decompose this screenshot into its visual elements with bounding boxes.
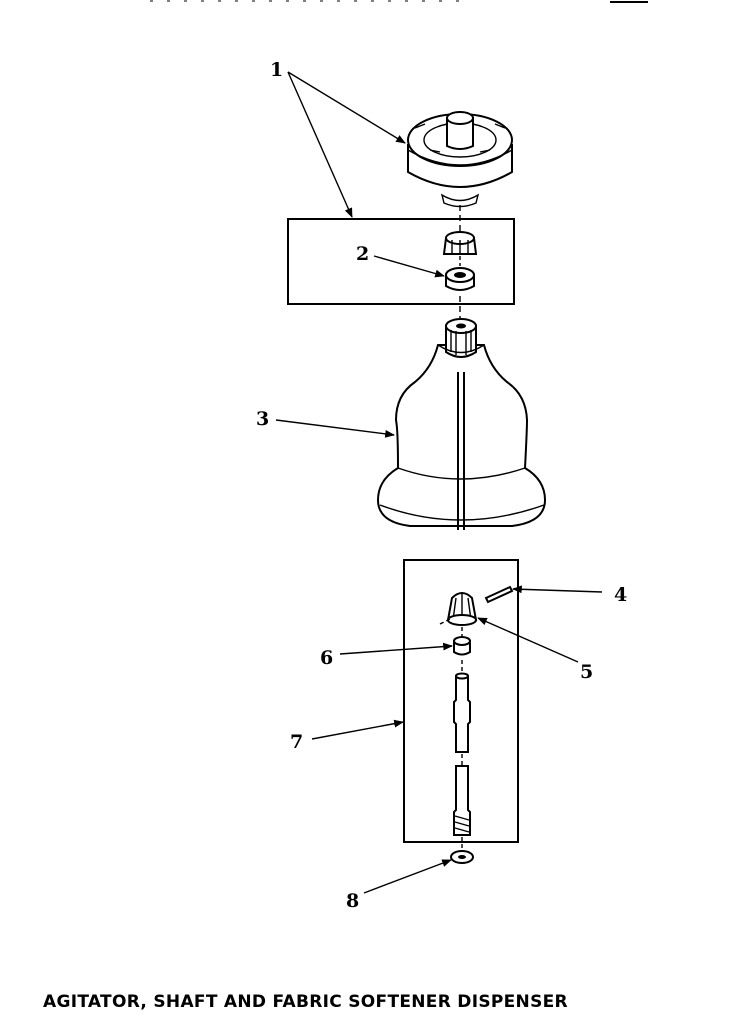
spline <box>439 592 478 626</box>
callout-6: 6 <box>320 647 333 669</box>
agitator <box>376 318 547 530</box>
nut-and-washer <box>442 231 478 291</box>
callout-7: 7 <box>290 731 303 753</box>
washer <box>450 850 474 864</box>
callout-3: 3 <box>256 408 269 430</box>
diagram-caption: AGITATOR, SHAFT AND FABRIC SOFTENER DISP… <box>43 992 568 1012</box>
pin <box>484 585 514 604</box>
top-edge-fragment <box>150 0 648 3</box>
part-2-group-box <box>287 218 515 305</box>
drive-shaft <box>453 672 471 850</box>
fabric-softener-dispenser <box>407 111 513 208</box>
callout-4: 4 <box>614 584 627 606</box>
callout-8: 8 <box>346 890 359 912</box>
leader-lines <box>275 71 603 894</box>
callout-5: 5 <box>580 661 593 683</box>
shaft-group-box <box>403 559 519 843</box>
callout-1: 1 <box>270 59 283 81</box>
callout-2: 2 <box>356 243 369 265</box>
bushing <box>453 627 471 672</box>
